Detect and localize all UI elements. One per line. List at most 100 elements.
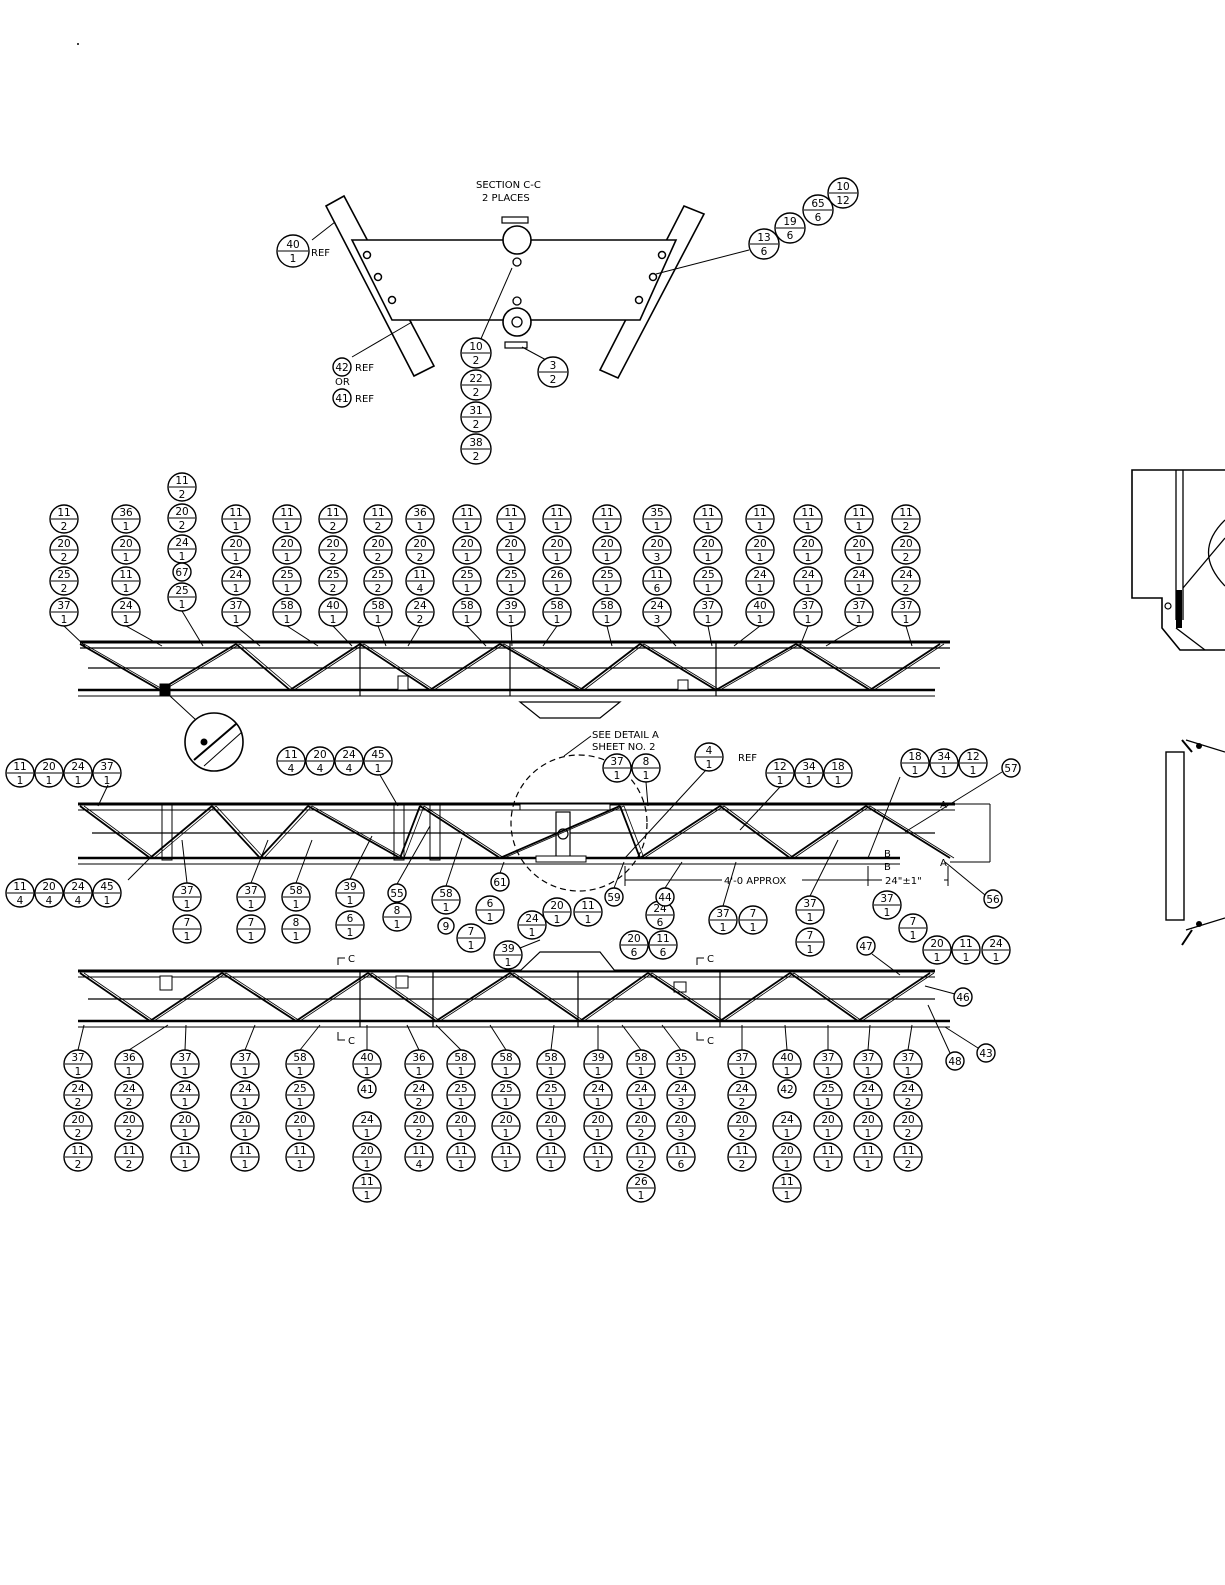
- callout-item-number: 25: [544, 1083, 557, 1095]
- callout-balloon: 371: [602, 753, 632, 783]
- leader-line: [907, 1024, 913, 1051]
- callout-quantity: 2: [179, 489, 186, 501]
- clamp: [159, 975, 173, 991]
- callout-balloon: 111: [536, 1142, 566, 1172]
- callout-balloon: 59: [604, 887, 624, 907]
- callout-item-number: 37: [852, 600, 865, 612]
- callout-balloon: 201: [496, 535, 526, 565]
- callout-item-number: 39: [343, 881, 356, 893]
- truss-web-member: [149, 805, 213, 859]
- leader-line: [733, 625, 761, 647]
- callout-quantity: 1: [458, 1097, 465, 1109]
- callout-item-number: 24: [899, 569, 913, 581]
- callout-10-2: 10 2: [460, 337, 492, 369]
- callout-item-number: 36: [412, 1052, 426, 1064]
- callout-balloon: 361: [111, 504, 141, 534]
- callout-quantity: 3: [678, 1128, 685, 1140]
- callout-item-number: 11: [650, 569, 663, 581]
- callout-item-number: 24: [342, 749, 356, 761]
- callout-balloon: 351: [666, 1049, 696, 1079]
- callout-balloon: 111: [745, 504, 775, 534]
- leader-line: [77, 1024, 85, 1051]
- callout-quantity: 4: [75, 895, 82, 907]
- callout-quantity: 2: [739, 1097, 746, 1109]
- callout-item-number: 58: [460, 600, 473, 612]
- leader-line: [542, 625, 558, 647]
- leader-line: [435, 1024, 462, 1051]
- callout-quantity: 1: [720, 922, 727, 934]
- callout-quantity: 1: [104, 775, 111, 787]
- clamp: [395, 975, 409, 989]
- truss-web-member-edge: [403, 805, 425, 859]
- callout-balloon: 391: [335, 878, 365, 908]
- section-c-mark-2: C: [348, 1036, 355, 1047]
- dimension-4ft-bg: [722, 873, 802, 887]
- callout-item-number: 11: [13, 881, 26, 893]
- leader-line: [510, 625, 513, 647]
- callout-quantity: 1: [184, 931, 191, 943]
- callout-item-number: 20: [293, 1114, 306, 1126]
- clamp: [397, 675, 409, 691]
- callout-item-number: 58: [550, 600, 563, 612]
- plate-holes: [362, 250, 667, 305]
- callout-item-number: 25: [499, 1083, 512, 1095]
- callout-item-number: 11: [674, 1145, 687, 1157]
- callout-quantity: 1: [806, 775, 813, 787]
- callout-quantity: 1: [233, 521, 240, 533]
- callout-item-number: 59: [607, 892, 620, 904]
- callout-balloon: 251: [536, 1080, 566, 1110]
- callout-balloon: 202: [727, 1111, 757, 1141]
- middle-truss-structure: [78, 802, 955, 865]
- leader-line: [550, 1024, 555, 1051]
- callout-balloon: 241: [772, 1111, 802, 1141]
- callout-40: 40 1: [276, 234, 310, 268]
- leader-line: [125, 625, 163, 647]
- callout-balloon: 111: [272, 504, 302, 534]
- callout-item-number: 11: [544, 1145, 557, 1157]
- callout-quantity: 1: [284, 614, 291, 626]
- leader-line: [489, 1024, 507, 1051]
- callout-quantity: 1: [856, 521, 863, 533]
- callout-balloon: 241: [745, 566, 775, 596]
- callout-quantity: 1: [912, 765, 919, 777]
- truss-web-member: [367, 972, 437, 1022]
- truss-web-member: [289, 643, 361, 691]
- truss-web-member: [149, 972, 223, 1022]
- callout-quantity: 1: [784, 1159, 791, 1171]
- top-truss-structure: [78, 640, 950, 719]
- callout-quantity: 2: [905, 1097, 912, 1109]
- leader-line: [867, 776, 901, 859]
- callout-balloon: 71: [738, 905, 768, 935]
- callout-item-number: 25: [600, 569, 613, 581]
- callout-item-number: 39: [501, 943, 514, 955]
- callout-item-number: 37: [244, 885, 257, 897]
- callout-balloon: 371: [170, 1049, 200, 1079]
- callout-balloon: 44: [655, 887, 675, 907]
- svg-text:2: 2: [473, 355, 480, 367]
- callout-balloon: 241: [167, 534, 197, 564]
- callout-balloon: 244: [334, 746, 364, 776]
- section-cc-view: SECTION C-C 2 PLACES: [276, 177, 859, 465]
- callout-quantity: 1: [548, 1097, 555, 1109]
- callout-balloon: 361: [404, 1049, 434, 1079]
- callout-item-number: 7: [807, 930, 814, 942]
- callout-item-number: 37: [178, 1052, 191, 1064]
- callout-balloon: 251: [272, 566, 302, 596]
- callout-quantity: 1: [464, 583, 471, 595]
- callout-quantity: 1: [416, 1066, 423, 1078]
- callout-balloon: 43: [976, 1043, 996, 1063]
- callout-balloon: 242: [114, 1080, 144, 1110]
- callout-item-number: 11: [591, 1145, 604, 1157]
- truss-web-member-edge: [583, 643, 645, 691]
- leader-line: [250, 839, 269, 884]
- callout-balloon: 116: [642, 566, 672, 596]
- callout-38: 38 2: [460, 433, 492, 465]
- truss-web-member: [639, 643, 717, 691]
- svg-text:6: 6: [761, 246, 768, 258]
- callout-quantity: 2: [330, 521, 337, 533]
- callout-quantity: 1: [443, 902, 450, 914]
- callout-quantity: 1: [905, 1066, 912, 1078]
- callout-balloon: 116: [666, 1142, 696, 1172]
- callout-item-number: 58: [499, 1052, 512, 1064]
- callout-balloon: 581: [452, 597, 482, 627]
